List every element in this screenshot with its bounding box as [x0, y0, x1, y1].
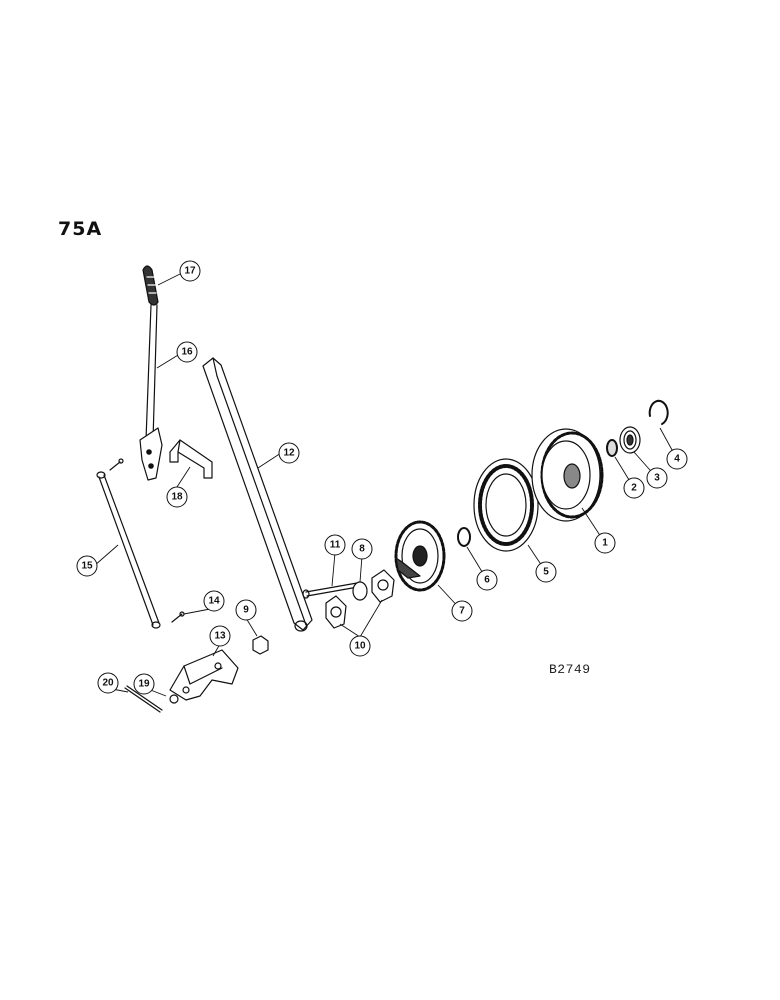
- sprocket: [394, 520, 446, 592]
- callout-7: 7: [451, 600, 473, 622]
- callout-2: 2: [623, 477, 645, 499]
- tube-arm: [202, 357, 313, 632]
- svg-text:7: 7: [459, 606, 465, 617]
- svg-text:1: 1: [602, 538, 608, 549]
- callout-10: 10: [349, 635, 371, 657]
- clutch-plate: [473, 458, 539, 552]
- svg-text:19: 19: [138, 679, 150, 690]
- pull-rod: [96, 471, 161, 629]
- svg-text:6: 6: [484, 575, 490, 586]
- callout-3: 3: [646, 467, 668, 489]
- callout-17: 17: [179, 260, 201, 282]
- seal-ring: [457, 527, 471, 547]
- svg-text:2: 2: [631, 483, 637, 494]
- callout-4: 4: [666, 448, 688, 470]
- callout-14: 14: [203, 590, 225, 612]
- spacer: [352, 581, 368, 601]
- callout-16: 16: [176, 341, 198, 363]
- callout-1: 1: [594, 532, 616, 554]
- cotter-pin: [124, 685, 163, 713]
- spring-washer: [619, 426, 641, 454]
- washer: [169, 694, 179, 704]
- svg-text:12: 12: [283, 448, 295, 459]
- callout-12: 12: [278, 442, 300, 464]
- pivot-bracket: [169, 649, 239, 701]
- svg-text:8: 8: [359, 544, 365, 555]
- callout-19: 19: [133, 673, 155, 695]
- mounting-bracket: [169, 439, 213, 479]
- callout-18: 18: [166, 486, 188, 508]
- callout-9: 9: [235, 599, 257, 621]
- callout-6: 6: [476, 569, 498, 591]
- flange-bearing: [325, 569, 395, 629]
- svg-text:16: 16: [181, 347, 193, 358]
- control-lever: [139, 304, 163, 481]
- callout-markers: 1 2 3 4 5 6 7 8 9 10 11 12 13 14 15 16 1…: [76, 260, 688, 695]
- svg-text:13: 13: [214, 631, 226, 642]
- bolt: [302, 582, 359, 599]
- reference-code: B2749: [549, 662, 591, 677]
- svg-text:3: 3: [654, 473, 660, 484]
- svg-text:18: 18: [171, 492, 183, 503]
- callout-20: 20: [97, 672, 119, 694]
- callout-5: 5: [535, 561, 557, 583]
- callout-11: 11: [324, 534, 346, 556]
- callout-8: 8: [351, 538, 373, 560]
- snap-ring: [606, 439, 618, 457]
- svg-text:11: 11: [330, 540, 341, 551]
- svg-text:15: 15: [81, 561, 93, 572]
- svg-text:10: 10: [354, 641, 366, 652]
- svg-text:14: 14: [208, 596, 220, 607]
- svg-text:9: 9: [243, 605, 249, 616]
- svg-text:17: 17: [184, 266, 196, 277]
- figure-label: 75A: [58, 218, 103, 240]
- svg-text:4: 4: [674, 454, 680, 465]
- nut: [252, 635, 269, 655]
- callout-15: 15: [76, 555, 98, 577]
- retaining-ring: [648, 399, 669, 425]
- clevis-pin: [109, 458, 185, 623]
- svg-text:5: 5: [543, 567, 549, 578]
- callout-13: 13: [209, 625, 231, 647]
- hand-grip: [142, 265, 159, 306]
- svg-text:20: 20: [102, 678, 114, 689]
- clutch-housing: [531, 428, 604, 522]
